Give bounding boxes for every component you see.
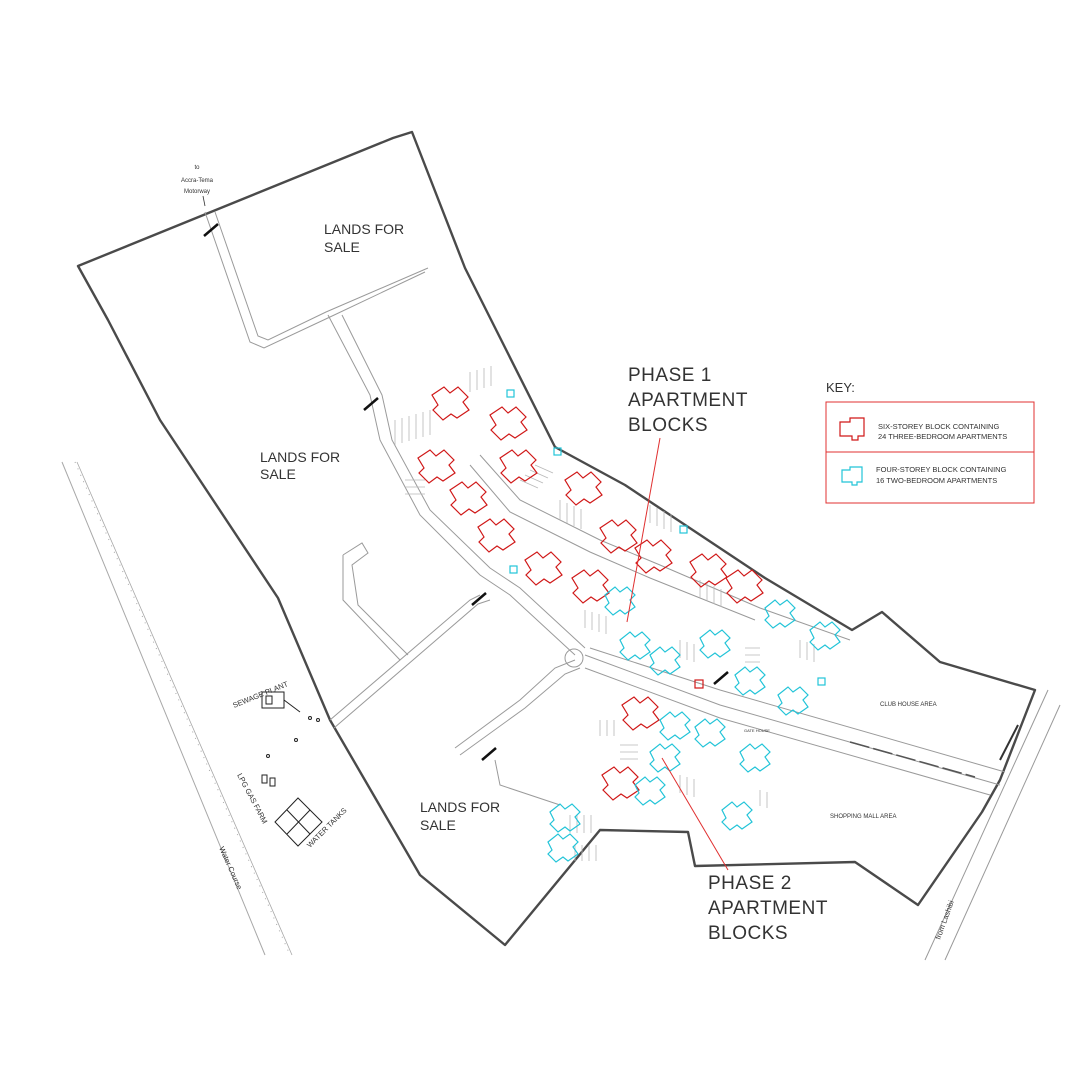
gate-icon (481, 747, 497, 761)
svg-text:Accra-Tema: Accra-Tema (181, 178, 214, 184)
four-storey-block (699, 629, 731, 659)
four-storey-small (817, 677, 826, 686)
lands-for-sale-mid: LANDS FOR SALE (260, 449, 340, 482)
svg-text:APARTMENT: APARTMENT (708, 898, 828, 919)
four-storey-block (659, 711, 691, 741)
water-course-label: Water Course (217, 845, 244, 891)
water-tanks-label: WATER TANKS (305, 806, 349, 850)
six-storey-block (489, 406, 528, 441)
four-storey-block (734, 666, 766, 696)
four-storey-small (679, 525, 688, 534)
svg-text:16 TWO-BEDROOM APARTMENTS: 16 TWO-BEDROOM APARTMENTS (876, 476, 997, 485)
four-storey-block (547, 833, 579, 863)
six-storey-block (499, 449, 538, 484)
six-storey-block (477, 518, 516, 553)
shopping-mall-label: SHOPPING MALL AREA (830, 814, 896, 820)
six-storey-block (689, 553, 728, 588)
six-storey-block (601, 766, 640, 801)
svg-text:APARTMENT: APARTMENT (628, 390, 748, 411)
svg-text:24 THREE-BEDROOM APARTMENTS: 24 THREE-BEDROOM APARTMENTS (878, 432, 1007, 441)
phase2-leader (661, 757, 729, 871)
motorway-label: to Accra-Tema Motorway (181, 165, 214, 207)
four-storey-block (649, 646, 681, 676)
four-storey-block (619, 631, 651, 661)
svg-text:SALE: SALE (420, 817, 456, 833)
six-storey-small (694, 679, 704, 689)
svg-text:LANDS FOR: LANDS FOR (260, 449, 340, 465)
lands-for-sale-south: LANDS FOR SALE (420, 799, 500, 833)
four-storey-blocks (506, 389, 841, 863)
svg-text:SIX-STOREY BLOCK CONTAINING: SIX-STOREY BLOCK CONTAINING (878, 422, 999, 431)
six-storey-block (417, 449, 456, 484)
four-storey-block (649, 743, 681, 773)
six-storey-block (431, 386, 470, 421)
four-storey-block (634, 776, 666, 806)
phase2-label: PHASE 2 APARTMENT BLOCKS (708, 873, 828, 944)
six-storey-block (564, 471, 603, 506)
four-storey-block (721, 801, 753, 831)
four-storey-small (553, 447, 562, 456)
club-house-label: CLUB HOUSE AREA (880, 702, 937, 708)
phase1-leader (626, 437, 661, 623)
six-storey-block (621, 696, 660, 731)
four-storey-block (739, 743, 771, 773)
lands-for-sale-north: LANDS FOR SALE (324, 221, 404, 255)
svg-text:LANDS FOR: LANDS FOR (420, 799, 500, 815)
six-storey-block (449, 481, 488, 516)
svg-text:to: to (194, 165, 200, 171)
site-boundary (76, 130, 1037, 947)
six-storey-block (725, 569, 764, 604)
lpg-gas-farm-label: LPG GAS FARM (235, 772, 269, 826)
key-title: KEY: (826, 380, 855, 395)
four-storey-block (694, 718, 726, 748)
svg-text:LANDS FOR: LANDS FOR (324, 221, 404, 237)
sewage-plant-label: SEWAGE PLANT (231, 679, 289, 710)
gate-icons (203, 223, 729, 761)
four-storey-block (809, 621, 841, 651)
key-box-four-storey (825, 451, 1035, 504)
water-course-lines (61, 461, 293, 956)
four-storey-key-icon (841, 466, 863, 486)
gate-icon (203, 223, 219, 237)
water-tanks-shape (274, 797, 323, 847)
key-legend: KEY: SIX-STOREY BLOCK CONTAINING 24 THRE… (825, 380, 1035, 504)
svg-text:Motorway: Motorway (184, 189, 210, 195)
six-storey-block (634, 539, 673, 574)
gate-icon (713, 671, 729, 685)
parking-areas (394, 366, 815, 861)
four-storey-block (604, 586, 636, 616)
gate-house-label: GATE HOUSE (744, 728, 770, 733)
svg-text:PHASE 1: PHASE 1 (628, 365, 712, 386)
utilities (261, 691, 323, 847)
six-storey-key-icon (839, 417, 865, 441)
from-lashibi-label: from Lashibi (933, 899, 956, 941)
gate-icon (363, 397, 379, 411)
gate-icon (471, 592, 487, 606)
six-storey-blocks (417, 386, 764, 801)
svg-text:FOUR-STOREY BLOCK CONTAINING: FOUR-STOREY BLOCK CONTAINING (876, 465, 1007, 474)
leader-lines (626, 437, 729, 871)
phase1-label: PHASE 1 APARTMENT BLOCKS (628, 365, 748, 436)
four-storey-small (509, 565, 518, 574)
svg-text:SALE: SALE (260, 466, 296, 482)
svg-text:BLOCKS: BLOCKS (628, 415, 708, 436)
four-storey-small (506, 389, 515, 398)
lashibi-road (924, 689, 1061, 961)
svg-text:SALE: SALE (324, 239, 360, 255)
svg-text:BLOCKS: BLOCKS (708, 923, 788, 944)
six-storey-block (599, 519, 638, 554)
six-storey-block (571, 569, 610, 604)
road-network (204, 211, 1006, 806)
lpg-tank-shape (261, 774, 268, 784)
four-storey-block (764, 599, 796, 629)
svg-text:PHASE 2: PHASE 2 (708, 873, 792, 894)
four-storey-block (777, 686, 809, 716)
four-storey-block (549, 803, 581, 833)
six-storey-block (524, 551, 563, 586)
